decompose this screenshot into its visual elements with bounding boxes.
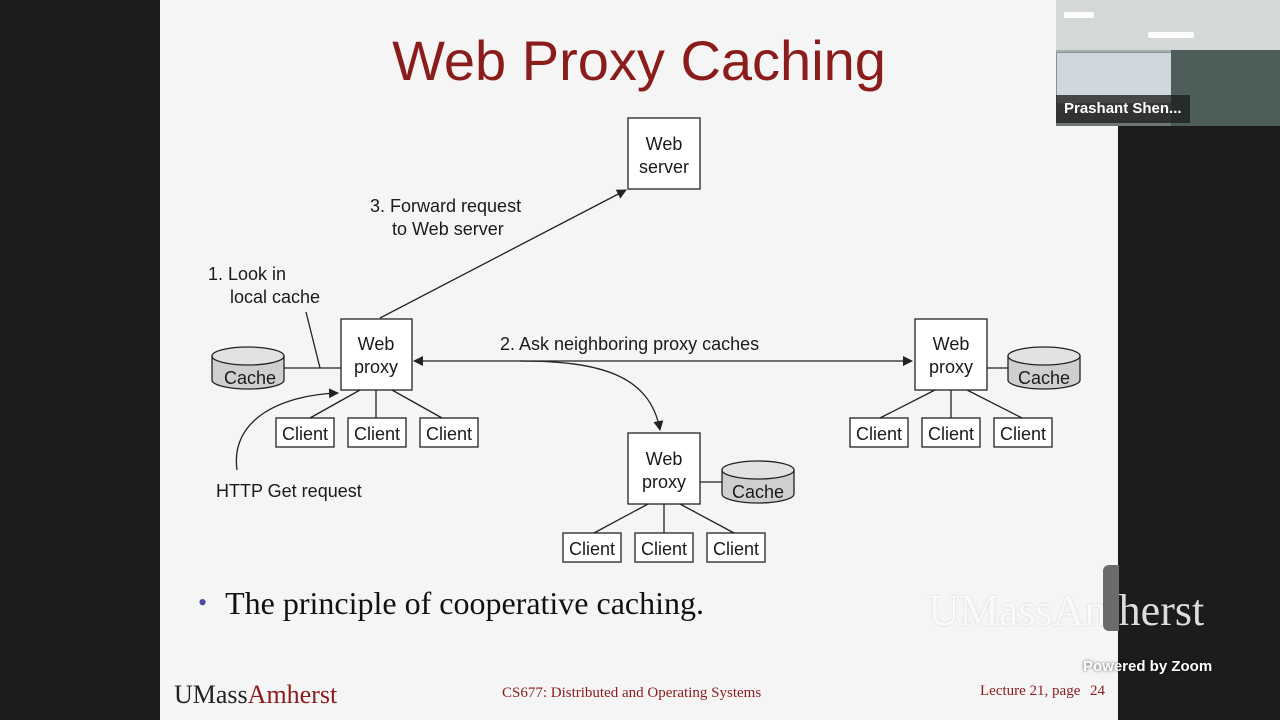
side-panel-tab[interactable] xyxy=(1103,565,1119,631)
umass-watermark: UMassAmherst xyxy=(928,586,1205,635)
client-center-1: Client xyxy=(562,532,622,563)
svg-text:Client: Client xyxy=(856,424,902,444)
step1-label-2: local cache xyxy=(230,287,320,307)
web-server-label-1: Web xyxy=(646,134,683,154)
proxy-left-label-2: proxy xyxy=(354,357,398,377)
client-left-2: Client xyxy=(347,417,407,448)
participant-name: Prashant Shen... xyxy=(1056,95,1190,123)
proxy-center-label-2: proxy xyxy=(642,472,686,492)
client-right-1: Client xyxy=(849,417,909,448)
client-left-1: Client xyxy=(275,417,335,448)
web-server-label-2: server xyxy=(639,157,689,177)
cache-center-label: Cache xyxy=(732,482,784,502)
svg-text:Client: Client xyxy=(569,539,615,559)
svg-text:Client: Client xyxy=(713,539,759,559)
cache-left: Cache xyxy=(211,346,285,390)
step3-label-1: 3. Forward request xyxy=(370,196,521,216)
step1-label-1: 1. Look in xyxy=(208,264,286,284)
footer-logo-prefix: UMass xyxy=(174,680,248,709)
proxy-left-label-1: Web xyxy=(358,334,395,354)
proxy-right-label-2: proxy xyxy=(929,357,973,377)
slide-title: Web Proxy Caching xyxy=(392,29,886,92)
bullet-dot-icon: • xyxy=(198,588,208,617)
proxy-right-label-1: Web xyxy=(933,334,970,354)
bullet-text: The principle of cooperative caching. xyxy=(225,585,704,621)
participant-video-tile[interactable]: Prashant Shen... xyxy=(1056,0,1280,126)
cache-left-label: Cache xyxy=(224,368,276,388)
proxy-caching-diagram: Web server 3. Forward request to Web ser… xyxy=(208,117,1081,563)
svg-text:Client: Client xyxy=(641,539,687,559)
svg-text:Client: Client xyxy=(928,424,974,444)
cache-right: Cache xyxy=(1007,346,1081,390)
video-ceiling xyxy=(1056,0,1280,50)
proxy-center: Web proxy xyxy=(627,432,701,505)
svg-text:Client: Client xyxy=(354,424,400,444)
ask-center-arrow xyxy=(519,360,664,431)
proxy-left: Web proxy xyxy=(340,318,413,391)
client-right-3: Client xyxy=(993,417,1053,448)
forward-request-arrow xyxy=(379,189,627,319)
powered-by-zoom: Powered by Zoom xyxy=(1083,658,1213,675)
client-left-3: Client xyxy=(419,417,479,448)
web-server-node: Web server xyxy=(627,117,701,190)
svg-text:Client: Client xyxy=(1000,424,1046,444)
cache-center: Cache xyxy=(721,460,795,504)
cache-right-label: Cache xyxy=(1018,368,1070,388)
client-center-3: Client xyxy=(706,532,766,563)
http-get-arrow xyxy=(235,388,339,471)
ceiling-light xyxy=(1148,32,1194,38)
client-right-2: Client xyxy=(921,417,981,448)
svg-text:Client: Client xyxy=(282,424,328,444)
footer-logo-accent: Amherst xyxy=(247,680,338,709)
footer-course: CS677: Distributed and Operating Systems xyxy=(502,685,762,701)
proxy-center-label-1: Web xyxy=(646,449,683,469)
proxy-right: Web proxy xyxy=(914,318,988,391)
step3-label-2: to Web server xyxy=(392,219,504,239)
step2-label: 2. Ask neighboring proxy caches xyxy=(500,334,759,354)
ceiling-light xyxy=(1064,12,1094,18)
slide: Web Proxy Caching Web server 3. Forward … xyxy=(160,0,1118,720)
http-get-label: HTTP Get request xyxy=(216,481,362,501)
client-center-2: Client xyxy=(634,532,694,563)
footer-page-number: 24 xyxy=(1090,683,1105,699)
bullet-item: • The principle of cooperative caching. xyxy=(198,585,704,622)
svg-text:Client: Client xyxy=(426,424,472,444)
footer-page: Lecture 21, page xyxy=(980,683,1081,699)
footer-logo: UMassAmherst xyxy=(174,680,337,710)
